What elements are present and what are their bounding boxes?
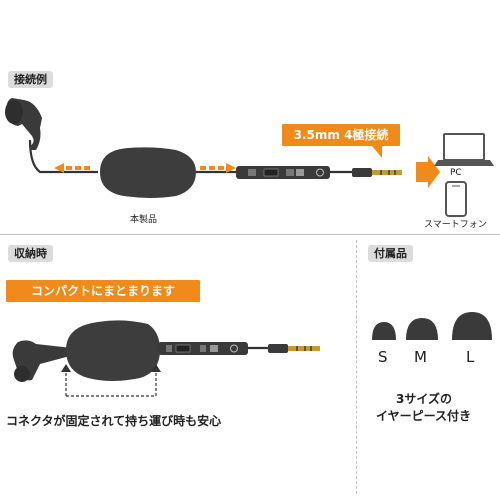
accessories-section-tag: 付属品 (368, 245, 413, 262)
vertical-divider (356, 240, 357, 494)
accessories-caption-line2: イヤーピース付き (376, 409, 472, 423)
up-arrow-right-icon (151, 364, 161, 372)
earphone-icon (5, 98, 494, 217)
unit-label: 本製品 (130, 215, 158, 225)
arrow-to-devices-icon (416, 156, 440, 188)
earphone-cable (28, 139, 98, 174)
accessories-caption-line1: 3サイズの (396, 392, 452, 406)
remote-control (236, 166, 330, 179)
earbud-tip (5, 100, 23, 124)
ear-tip-m-icon (406, 318, 438, 340)
arrow-left-icon (54, 163, 90, 173)
fixed-connector-bracket (65, 372, 157, 397)
size-label-l: L (466, 348, 475, 366)
ear-tip-l-icon (452, 312, 492, 340)
smartphone-label: スマートフォン (424, 220, 487, 230)
ear-tip-s-icon (372, 322, 396, 340)
up-arrow-left-icon (61, 364, 71, 372)
stored-plug-housing (268, 344, 288, 353)
label-pointer (372, 146, 382, 158)
laptop-icon (434, 133, 494, 166)
reel-unit (100, 147, 196, 198)
connection-section-tag: 接続例 (8, 71, 53, 88)
plug-housing (352, 168, 372, 177)
storage-caption: コネクタが固定されて持ち運び時も安心 (6, 414, 222, 428)
pc-label: PC (450, 168, 462, 178)
stored-reel-unit (66, 320, 160, 381)
cable-spec-label: 3.5mm 4極接続 (282, 124, 400, 146)
storage-section-tag: 収納時 (8, 245, 53, 262)
plug-pin (372, 170, 402, 175)
smartphone-icon (445, 181, 467, 217)
size-label-s: S (378, 348, 388, 366)
compact-banner: コンパクトにまとまります (6, 280, 200, 302)
section-divider (0, 234, 500, 235)
size-label-m: M (414, 348, 427, 366)
arrow-right-icon (200, 163, 236, 173)
